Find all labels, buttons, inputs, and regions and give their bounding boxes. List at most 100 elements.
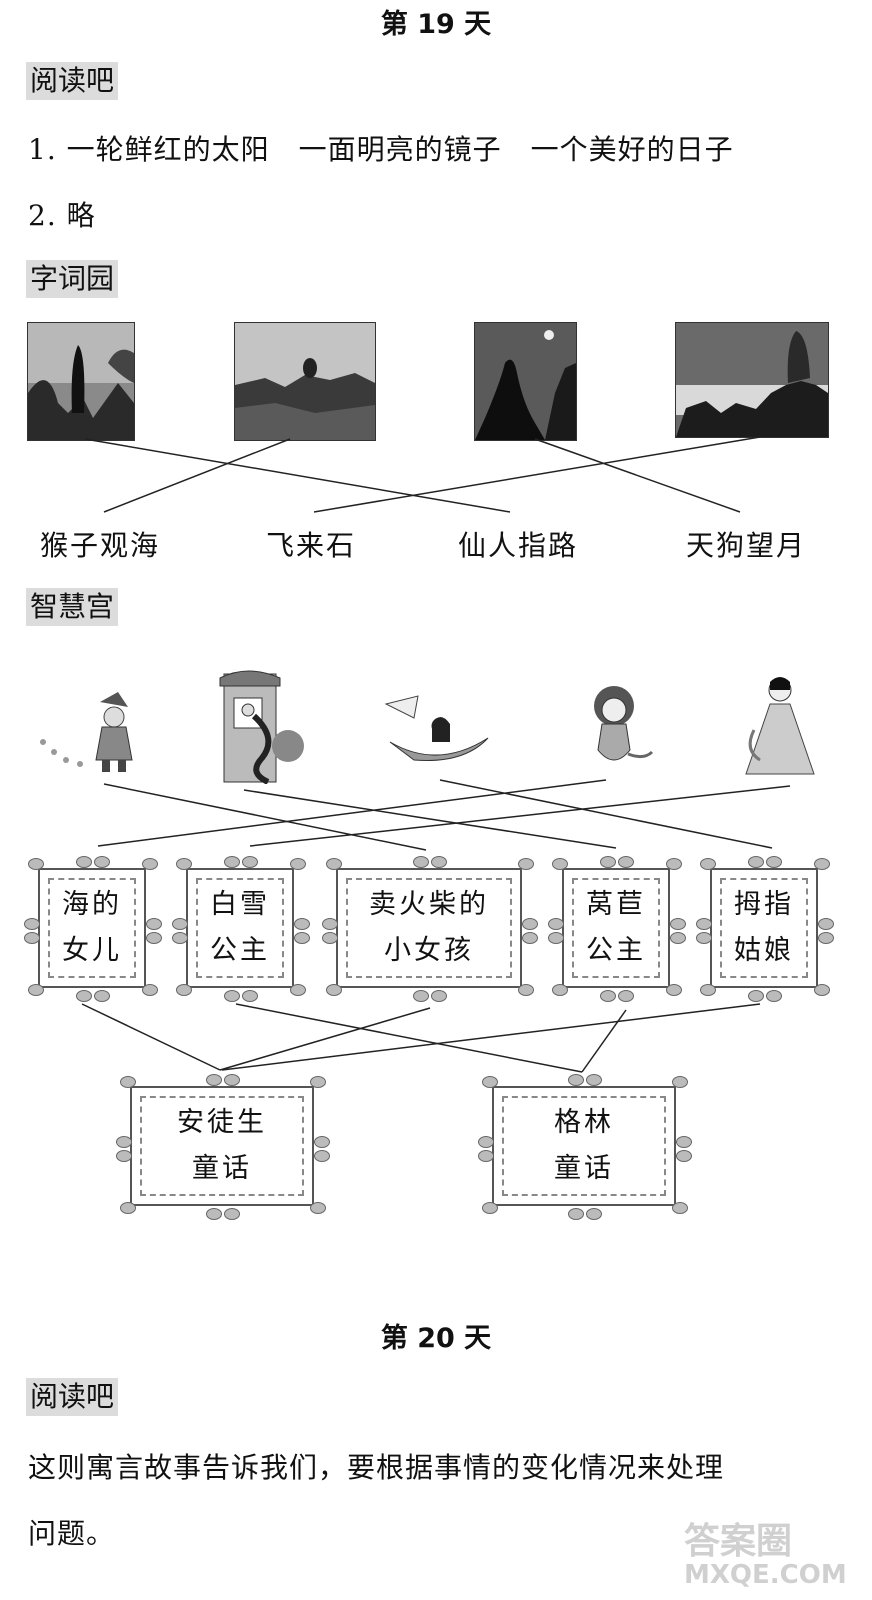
- leaf-decoration-icon: [310, 1076, 326, 1088]
- leaf-decoration-icon: [224, 1074, 240, 1086]
- leaf-decoration-icon: [146, 932, 162, 944]
- leaf-decoration-icon: [818, 918, 834, 930]
- leaf-decoration-icon: [310, 1202, 326, 1214]
- leaf-decoration-icon: [700, 984, 716, 996]
- author-title-line1: 格林: [554, 1107, 614, 1138]
- leaf-decoration-icon: [676, 1136, 692, 1148]
- leaf-decoration-icon: [206, 1074, 222, 1086]
- leaf-decoration-icon: [116, 1136, 132, 1148]
- author-title-line2: 童话: [192, 1153, 252, 1184]
- day19-wisdom-heading: 智慧宫: [26, 588, 119, 626]
- leaf-decoration-icon: [94, 856, 110, 868]
- rock-photo-3: [474, 322, 577, 441]
- leaf-decoration-icon: [326, 858, 342, 870]
- leaf-decoration-icon: [586, 1208, 602, 1220]
- story-box-little-mermaid: 海的 女儿: [38, 868, 146, 988]
- leaf-decoration-icon: [120, 1076, 136, 1088]
- author-box-andersen: 安徒生 童话: [130, 1086, 314, 1206]
- leaf-decoration-icon: [766, 990, 782, 1002]
- leaf-decoration-icon: [676, 1150, 692, 1162]
- leaf-decoration-icon: [814, 984, 830, 996]
- fairy-tale-character-icon: [745, 677, 815, 775]
- rock-photo-4: [675, 322, 829, 438]
- leaf-decoration-icon: [322, 918, 338, 930]
- leaf-decoration-icon: [120, 1202, 136, 1214]
- landscape-photo-icon: [676, 323, 828, 437]
- place-label-1: 猴子观海: [40, 529, 161, 562]
- leaf-decoration-icon: [294, 932, 310, 944]
- leaf-decoration-icon: [76, 856, 92, 868]
- leaf-decoration-icon: [814, 858, 830, 870]
- day19-reading-answer-1: 1. 一轮鲜红的太阳 一面明亮的镜子 一个美好的日子: [28, 133, 734, 166]
- leaf-decoration-icon: [552, 984, 568, 996]
- day19-title: 第 19 天: [380, 9, 492, 40]
- leaf-decoration-icon: [24, 932, 40, 944]
- watermark-logo: 答案圈: [684, 1521, 793, 1562]
- leaf-decoration-icon: [206, 1208, 222, 1220]
- place-label-3: 仙人指路: [458, 529, 579, 562]
- leaf-decoration-icon: [431, 856, 447, 868]
- leaf-decoration-icon: [478, 1150, 494, 1162]
- leaf-decoration-icon: [568, 1208, 584, 1220]
- day20-title: 第 20 天: [380, 1323, 492, 1354]
- landscape-photo-icon: [235, 323, 375, 440]
- leaf-decoration-icon: [28, 858, 44, 870]
- leaf-decoration-icon: [172, 932, 188, 944]
- story-title-line1: 卖火柴的: [369, 889, 489, 920]
- leaf-decoration-icon: [618, 990, 634, 1002]
- leaf-decoration-icon: [670, 932, 686, 944]
- place-label-2: 飞来石: [266, 529, 357, 562]
- leaf-decoration-icon: [518, 984, 534, 996]
- fairy-tale-character-icon: [219, 670, 304, 784]
- leaf-decoration-icon: [748, 990, 764, 1002]
- leaf-decoration-icon: [748, 856, 764, 868]
- leaf-decoration-icon: [290, 858, 306, 870]
- leaf-decoration-icon: [672, 1202, 688, 1214]
- leaf-decoration-icon: [696, 918, 712, 930]
- leaf-decoration-icon: [431, 990, 447, 1002]
- leaf-decoration-icon: [146, 918, 162, 930]
- watermark-url: MXQE.COM: [684, 1560, 847, 1590]
- landscape-photo-icon: [28, 323, 134, 440]
- leaf-decoration-icon: [242, 856, 258, 868]
- day20-reading-answer-line1: 这则寓言故事告诉我们，要根据事情的变化情况来处理: [28, 1451, 725, 1484]
- story-title-line2: 小女孩: [384, 935, 474, 966]
- leaf-decoration-icon: [322, 932, 338, 944]
- fairy-tale-character-icon: [40, 692, 133, 772]
- leaf-decoration-icon: [600, 856, 616, 868]
- leaf-decoration-icon: [522, 932, 538, 944]
- leaf-decoration-icon: [766, 856, 782, 868]
- day19-reading-heading: 阅读吧: [26, 62, 119, 100]
- story-box-snow-white: 白雪 公主: [186, 868, 294, 988]
- character-picture-4: [574, 680, 660, 770]
- leaf-decoration-icon: [142, 858, 158, 870]
- day19-reading-answer-2: 2. 略: [28, 199, 96, 232]
- story-box-little-match-girl: 卖火柴的 小女孩: [336, 868, 522, 988]
- leaf-decoration-icon: [600, 990, 616, 1002]
- leaf-decoration-icon: [478, 1136, 494, 1148]
- leaf-decoration-icon: [666, 858, 682, 870]
- day20-reading-answer-line2: 问题。: [28, 1517, 116, 1550]
- story-title-line1: 拇指: [734, 889, 794, 920]
- leaf-decoration-icon: [666, 984, 682, 996]
- leaf-decoration-icon: [116, 1150, 132, 1162]
- leaf-decoration-icon: [172, 918, 188, 930]
- rock-photo-1: [27, 322, 135, 441]
- story-box-rapunzel: 莴苣 公主: [562, 868, 670, 988]
- leaf-decoration-icon: [618, 856, 634, 868]
- leaf-decoration-icon: [568, 1074, 584, 1086]
- leaf-decoration-icon: [294, 918, 310, 930]
- fairy-tale-character-icon: [384, 695, 489, 761]
- story-title-line1: 白雪: [210, 889, 270, 920]
- leaf-decoration-icon: [482, 1202, 498, 1214]
- story-box-thumbelina: 拇指 姑娘: [710, 868, 818, 988]
- leaf-decoration-icon: [314, 1136, 330, 1148]
- leaf-decoration-icon: [76, 990, 92, 1002]
- leaf-decoration-icon: [670, 918, 686, 930]
- character-picture-1: [28, 672, 140, 778]
- story-title-line2: 公主: [210, 935, 270, 966]
- story-title-line1: 海的: [62, 889, 122, 920]
- leaf-decoration-icon: [142, 984, 158, 996]
